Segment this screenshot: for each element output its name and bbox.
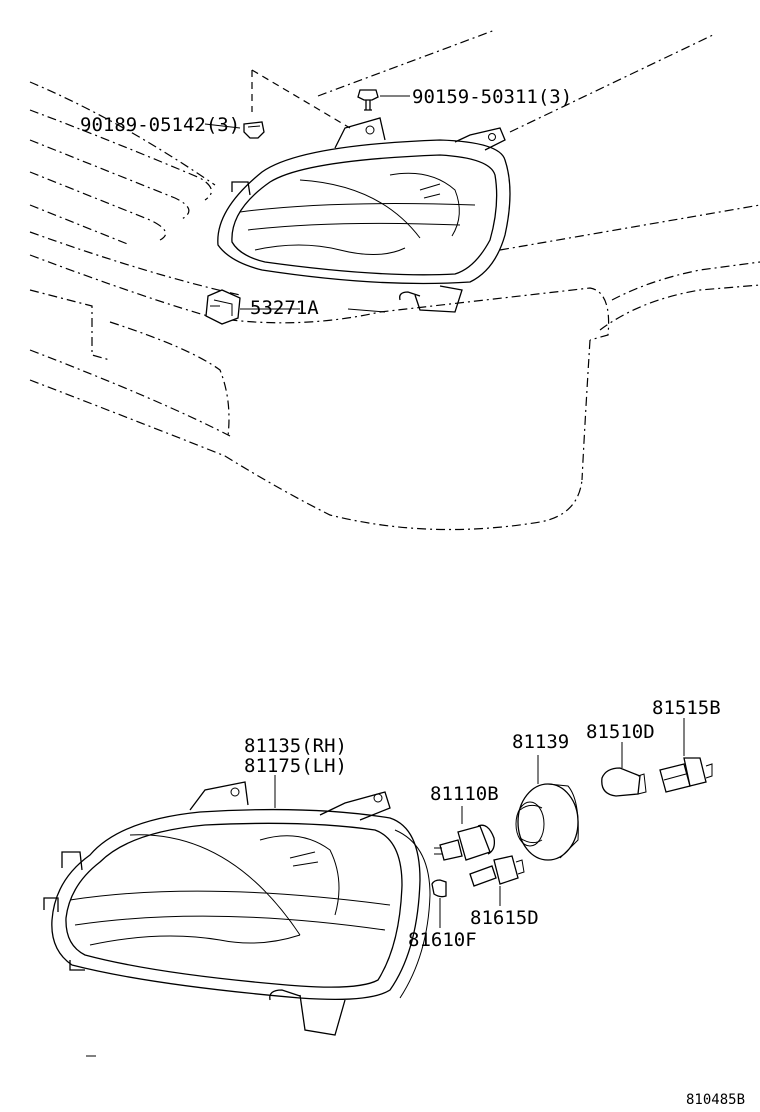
socket-cover-icon	[515, 783, 579, 861]
bolt-icon	[357, 89, 379, 111]
bulb-socket-icon	[659, 757, 713, 793]
headlamp-assembly	[43, 781, 431, 1036]
label-socket-side: 81615D	[470, 907, 539, 929]
label-headlamp-rh: 81135(RH)	[244, 735, 347, 757]
label-headlamp-lh: 81175(LH)	[244, 755, 347, 777]
label-socket-small: 81515B	[652, 697, 721, 719]
label-bulb-side: 81610F	[408, 929, 477, 951]
label-socket-cover: 81139	[512, 731, 569, 753]
label-nut-clip: 90189-05142(3)	[80, 114, 240, 136]
label-bulb-main: 81110B	[430, 783, 499, 805]
small-bulb-icon	[601, 767, 647, 797]
headlamp-exploded-view: 81135(RH) 81175(LH) 81110B 81139 81510D …	[43, 697, 721, 1036]
headlight-bulb-icon	[434, 824, 496, 861]
bracket-icon	[205, 289, 241, 325]
side-bulb-icon	[431, 879, 447, 898]
label-bulb-small: 81510D	[586, 721, 655, 743]
clip-nut-icon	[243, 121, 265, 139]
installed-headlamp	[217, 117, 511, 313]
label-bolt: 90159-50311(3)	[412, 86, 572, 108]
drawing-number: 810485B	[686, 1092, 745, 1108]
vehicle-front-view: 90189-05142(3) 90159-50311(3) 53271A	[29, 29, 760, 531]
label-bracket: 53271A	[250, 297, 319, 319]
side-socket-icon	[469, 855, 525, 887]
